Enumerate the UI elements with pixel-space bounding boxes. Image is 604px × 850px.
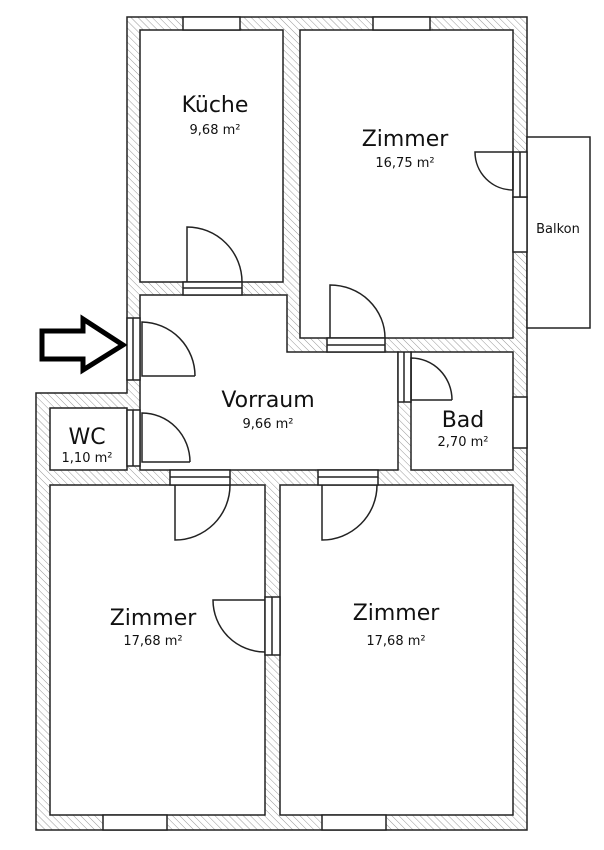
door-swings [141,151,514,653]
balcony-label: Balkon [536,222,580,237]
room-zimmer-bottom-left [49,484,266,816]
room-name: Bad [442,408,485,433]
room-area: 9,68 m² [190,123,241,138]
door-kueche[interactable] [186,226,243,283]
room-area: 1,10 m² [62,451,113,466]
window [321,814,387,831]
window [512,196,528,253]
door-bad[interactable] [410,357,453,401]
room-area: 17,68 m² [123,634,182,649]
window [512,396,528,449]
room-area: 9,66 m² [243,417,294,432]
room-area: 2,70 m² [438,435,489,450]
room-name: Zimmer [110,606,198,631]
door-wc[interactable] [141,412,191,463]
room-area: 16,75 m² [375,156,434,171]
balcony [526,136,591,329]
windows [102,16,528,831]
window [182,16,241,31]
door-between-zimmer[interactable] [212,599,266,653]
room-zimmer-top [299,29,514,339]
room-zimmer-bottom-right [279,484,514,816]
room-name: Zimmer [353,601,441,626]
door-zimmer-bottom-left[interactable] [174,484,231,541]
room-area: 17,68 m² [366,634,425,649]
window [372,16,431,31]
door-entrance[interactable] [141,321,196,377]
room-name: Vorraum [221,388,314,413]
door-zimmer-bottom-right[interactable] [321,484,378,541]
room-name: Küche [182,93,249,118]
door-zimmer-top[interactable] [329,284,386,339]
room-wc [49,407,128,471]
room-name: Zimmer [362,127,450,152]
room-name: WC [68,425,105,450]
room-bad [410,351,514,471]
room-kueche [139,29,284,283]
door-balkon[interactable] [474,151,514,191]
arrow-right-icon [39,314,128,375]
window [102,814,168,831]
door-openings [126,151,528,656]
